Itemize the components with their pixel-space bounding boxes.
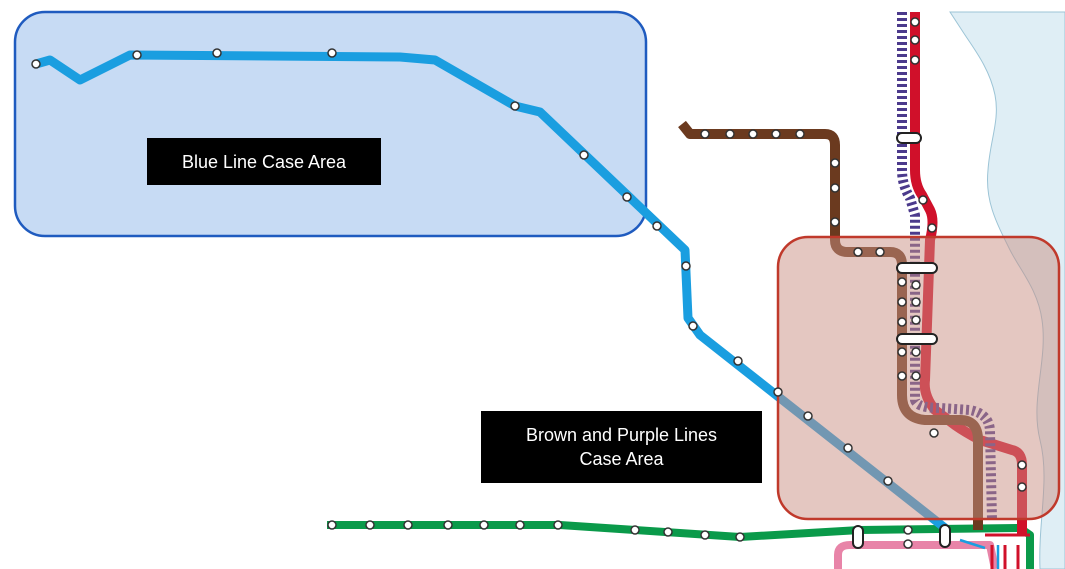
station-marker [830, 217, 840, 227]
station-marker [733, 356, 743, 366]
station-marker [843, 443, 853, 453]
station-marker [327, 48, 337, 58]
station-marker [911, 280, 921, 290]
station-marker [911, 371, 921, 381]
transfer-station [896, 333, 938, 345]
stations [31, 17, 1027, 549]
station-marker [911, 297, 921, 307]
station-marker [700, 530, 710, 540]
station-marker [803, 411, 813, 421]
station-marker [897, 347, 907, 357]
station-marker [795, 129, 805, 139]
station-marker [553, 520, 563, 530]
transfer-station [896, 132, 922, 144]
station-marker [897, 297, 907, 307]
station-marker [515, 520, 525, 530]
station-marker [510, 101, 520, 111]
station-marker [132, 50, 142, 60]
station-marker [212, 48, 222, 58]
station-marker [929, 428, 939, 438]
station-marker [1017, 482, 1027, 492]
station-marker [31, 59, 41, 69]
loop-tracks [985, 533, 1030, 569]
transfer-station [852, 525, 864, 549]
station-marker [579, 150, 589, 160]
station-marker [1017, 460, 1027, 470]
station-marker [910, 35, 920, 45]
station-marker [910, 17, 920, 27]
pink-line [834, 541, 999, 569]
station-marker [365, 520, 375, 530]
station-marker [830, 183, 840, 193]
station-marker [630, 525, 640, 535]
station-marker [883, 476, 893, 486]
station-marker [327, 520, 337, 530]
station-marker [897, 371, 907, 381]
loop-tracks-blue [959, 538, 1000, 569]
brown-purple-label-line1: Brown and Purple Lines [525, 425, 718, 445]
station-marker [771, 129, 781, 139]
station-marker [897, 317, 907, 327]
station-marker [443, 520, 453, 530]
station-marker [910, 55, 920, 65]
blue-line [34, 50, 948, 532]
transfer-station [939, 524, 951, 548]
station-marker [700, 129, 710, 139]
station-marker [918, 195, 928, 205]
station-marker [688, 321, 698, 331]
brown-purple-label-line2: Case Area [579, 449, 664, 469]
station-marker [652, 221, 662, 231]
station-marker [735, 532, 745, 542]
station-marker [911, 315, 921, 325]
station-marker [903, 539, 913, 549]
transfer-station [896, 262, 938, 274]
station-marker [748, 129, 758, 139]
blue-case-area-label-text: Blue Line Case Area [181, 151, 347, 172]
station-marker [927, 223, 937, 233]
transfer-stations [852, 132, 951, 549]
station-marker [853, 247, 863, 257]
blue-case-area-label: Blue Line Case Area [147, 138, 381, 185]
station-marker [830, 158, 840, 168]
station-marker [622, 192, 632, 202]
station-marker [479, 520, 489, 530]
station-marker [725, 129, 735, 139]
station-marker [903, 525, 913, 535]
station-marker [663, 527, 673, 537]
station-marker [773, 387, 783, 397]
brown-purple-case-area-label: Brown and Purple Lines Case Area [481, 411, 762, 483]
station-marker [897, 277, 907, 287]
station-marker [875, 247, 885, 257]
station-marker [403, 520, 413, 530]
station-marker [681, 261, 691, 271]
station-marker [911, 347, 921, 357]
